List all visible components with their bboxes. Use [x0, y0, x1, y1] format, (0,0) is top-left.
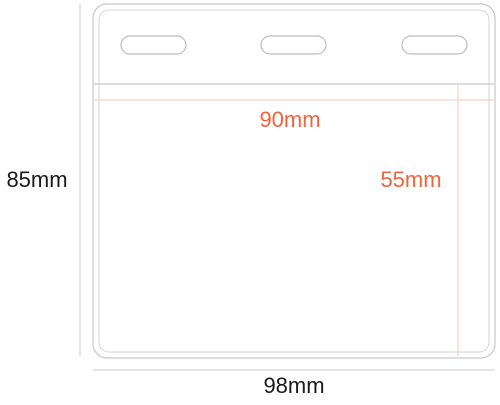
holder-inner-outline: [98, 9, 490, 353]
holder-outline: [92, 3, 496, 359]
inner-height-label: 55mm: [380, 167, 441, 192]
lanyard-slot-center: [260, 35, 327, 55]
outer-width-label: 98mm: [263, 373, 324, 398]
inner-width-label: 90mm: [259, 107, 320, 132]
outer-height-label: 85mm: [6, 167, 67, 192]
lanyard-slot-left: [120, 35, 187, 55]
lanyard-slot-right: [401, 35, 468, 55]
